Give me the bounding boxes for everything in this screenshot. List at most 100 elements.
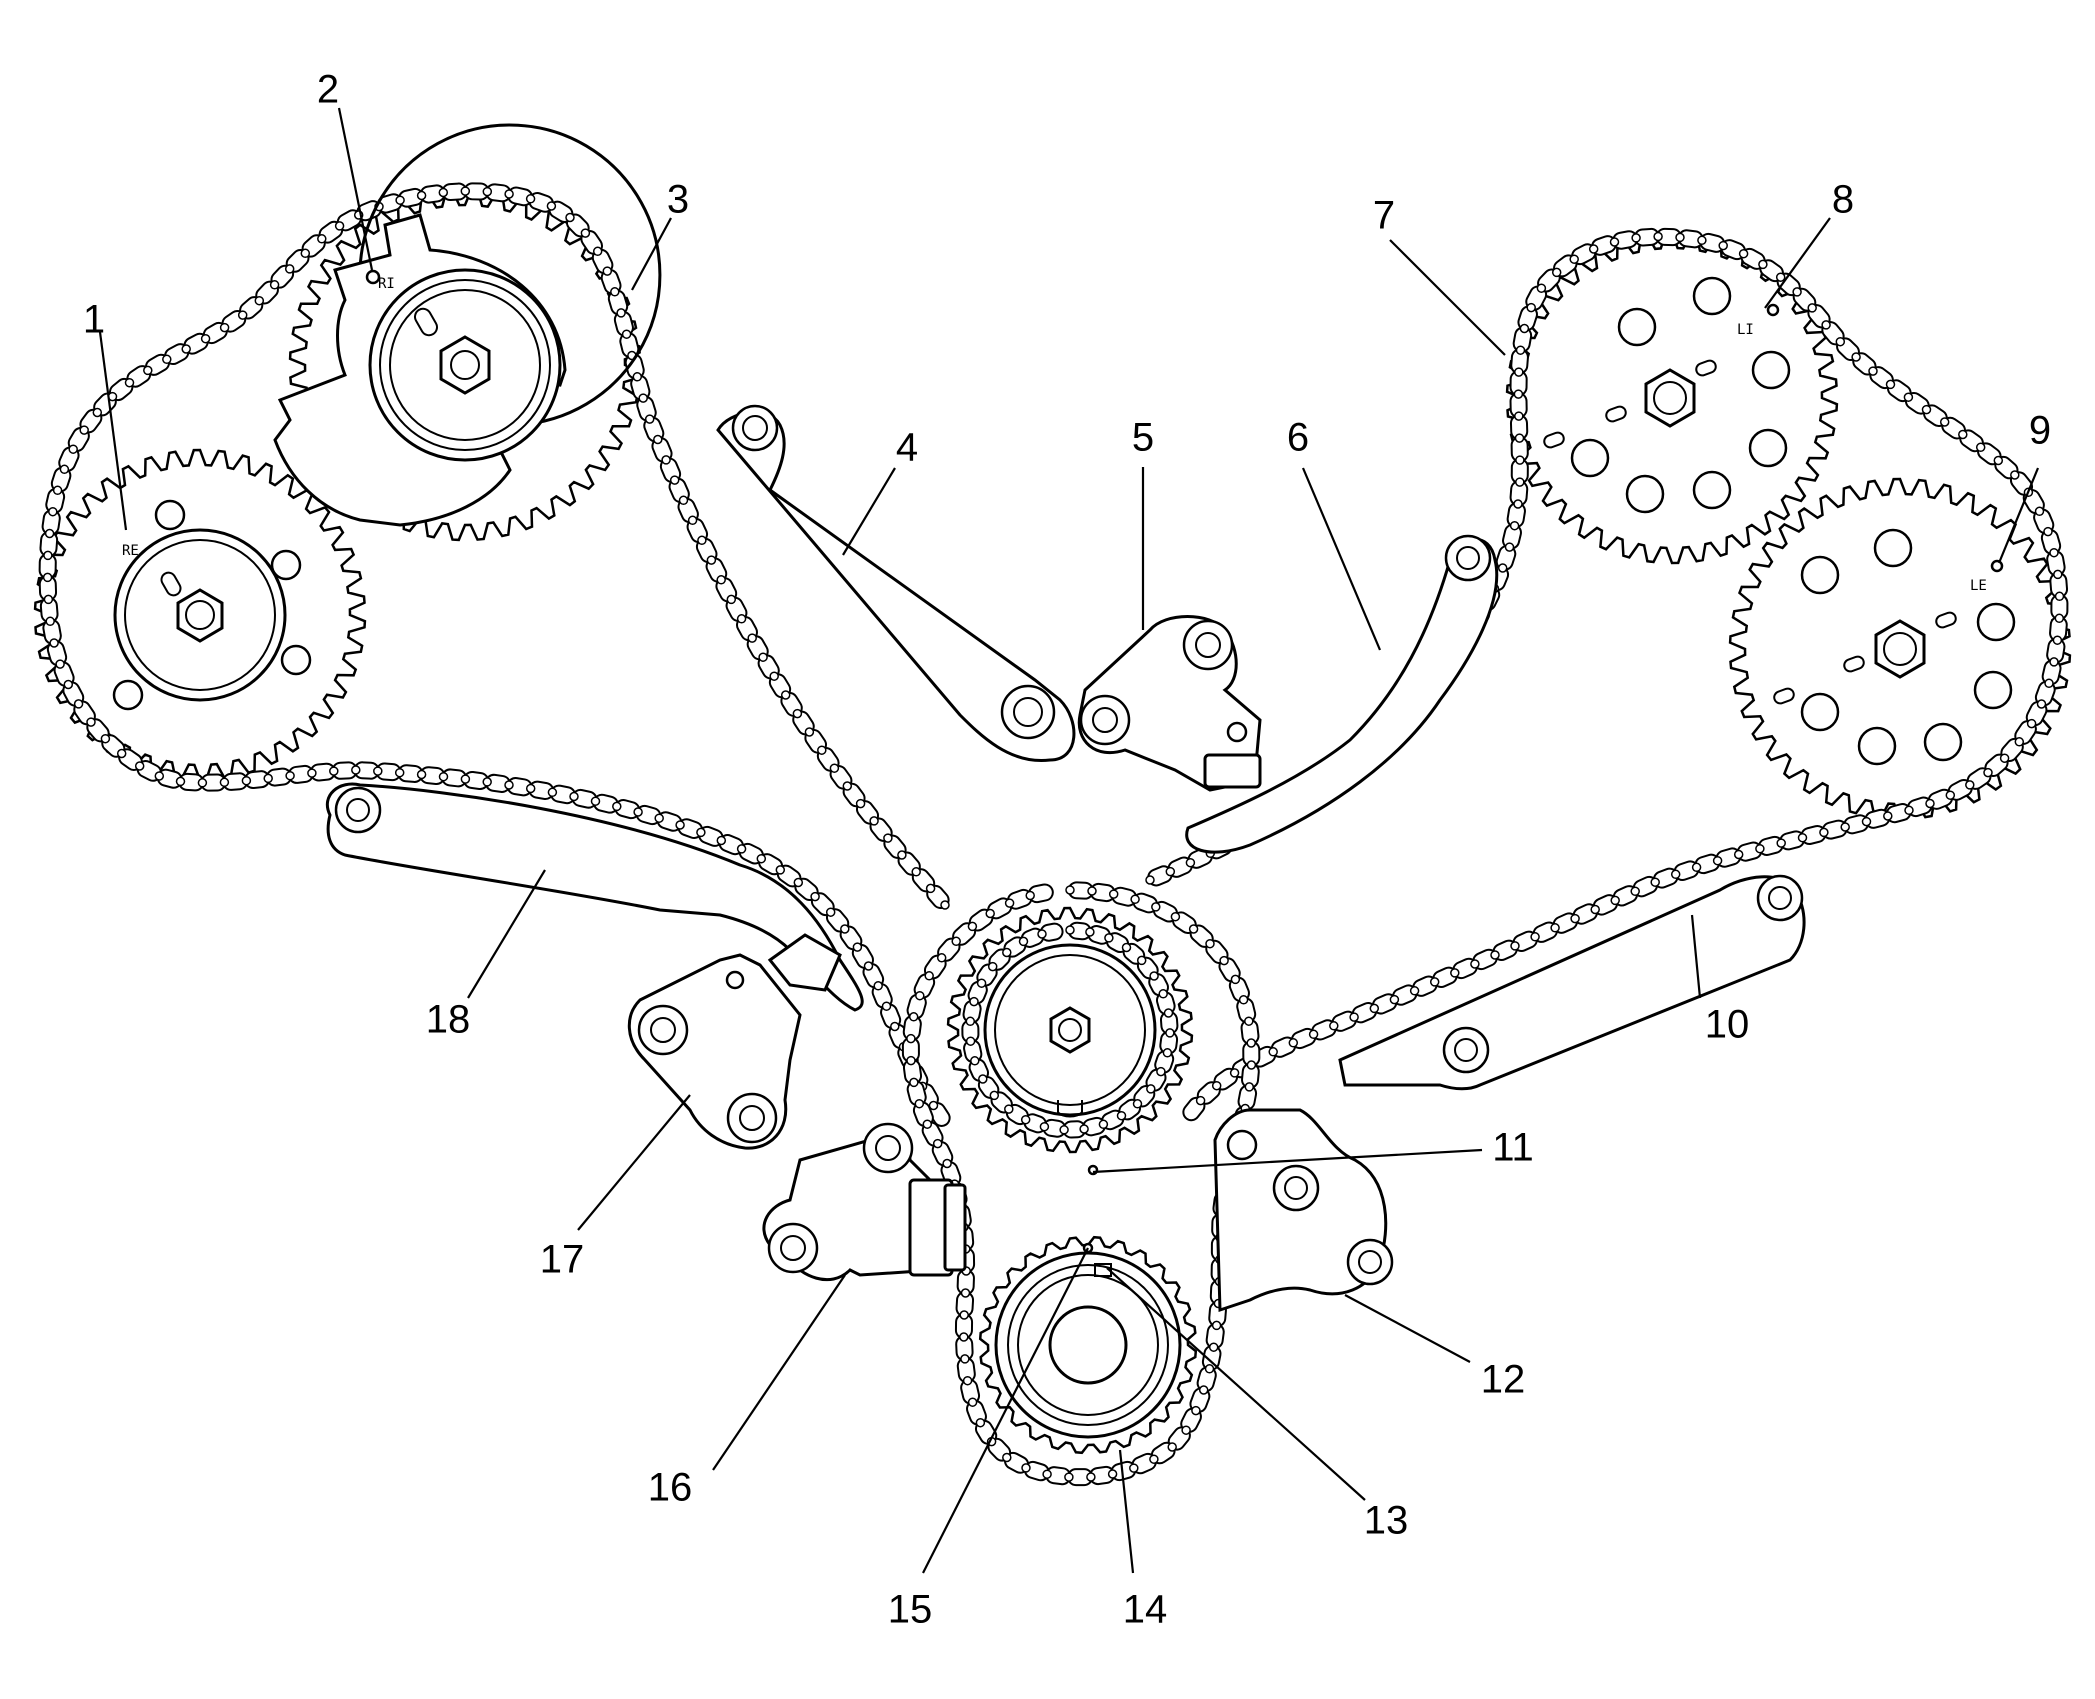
- chain-pin: [962, 1375, 973, 1386]
- chain-pin: [653, 434, 663, 445]
- chain-pin: [1021, 1463, 1031, 1473]
- chain-pin: [908, 1012, 919, 1022]
- chain-pin: [661, 455, 671, 465]
- chain-pin: [1238, 995, 1249, 1005]
- left-bank-secondary-chain: [1145, 227, 2069, 1122]
- chain-pin: [1162, 1048, 1173, 1058]
- chain-pin: [1244, 1082, 1255, 1092]
- chain-pin: [2026, 718, 2037, 729]
- chain-pin: [1550, 923, 1560, 933]
- leader-11: [1092, 1148, 1483, 1174]
- chain-pin: [1198, 1385, 1209, 1395]
- chain-pin: [263, 773, 273, 784]
- callout-14: 14: [1123, 1588, 1168, 1632]
- chain-pin: [1945, 790, 1956, 800]
- chain-pin: [1158, 989, 1168, 999]
- chain-pin: [1065, 925, 1075, 935]
- chain-pin: [969, 996, 979, 1007]
- chain-pin: [1718, 240, 1728, 251]
- chain-pin: [1514, 367, 1524, 377]
- chain-pin: [52, 485, 63, 496]
- chain-pin: [1429, 977, 1440, 987]
- chain-pin: [1002, 1452, 1012, 1463]
- chain-pin: [1712, 855, 1723, 866]
- chain-pin: [1983, 767, 1993, 778]
- chain-pin: [881, 1001, 892, 1011]
- chain-pin: [914, 1098, 925, 1109]
- chain-pin: [460, 774, 471, 784]
- chain-pin: [1569, 254, 1579, 264]
- chain-pin: [79, 425, 89, 435]
- chain-pin: [1650, 877, 1660, 887]
- chain-pin: [200, 333, 211, 344]
- chain-pin: [1389, 994, 1400, 1005]
- chain-pin: [1758, 259, 1768, 270]
- chain-pin: [317, 234, 327, 244]
- chain-pin: [1921, 404, 1932, 415]
- chain-pin: [416, 769, 427, 780]
- chain-pin: [565, 212, 575, 223]
- leader-18: [467, 869, 546, 999]
- chain-pin: [237, 310, 248, 320]
- chain-pin: [1530, 932, 1540, 942]
- chain-pin: [42, 572, 53, 583]
- chain-pin: [1610, 895, 1620, 906]
- chain-pin: [1219, 955, 1229, 966]
- chain-pin: [43, 550, 53, 561]
- chain-pin: [1513, 389, 1524, 399]
- re-stamp: RE: [122, 543, 139, 559]
- callout-11: 11: [1492, 1126, 1534, 1170]
- chain-pin: [1349, 1012, 1359, 1022]
- callout-3: 3: [667, 178, 689, 222]
- chain-pin: [284, 264, 295, 274]
- chain-pin: [1156, 1066, 1166, 1077]
- chain-pin: [285, 770, 295, 781]
- chain-pin: [1145, 875, 1155, 885]
- chain-pin: [922, 1119, 933, 1129]
- leader-9: [1997, 467, 2040, 564]
- callout-8: 8: [1832, 178, 1854, 222]
- callout-9: 9: [2029, 409, 2051, 453]
- chain-pin: [1697, 235, 1707, 246]
- chain-pin: [2010, 470, 2020, 480]
- chain-pin: [1039, 1121, 1050, 1132]
- chain-pin: [329, 766, 339, 776]
- chain-pin: [162, 354, 172, 365]
- chain-pin: [43, 594, 54, 605]
- chain-pin: [1059, 1125, 1069, 1135]
- right-exhaust-camshaft-sprocket: RE: [112, 499, 312, 711]
- primary-chain-guide: [1213, 1108, 1394, 1313]
- li-stamp: LI: [1737, 322, 1754, 338]
- chain-pin: [351, 765, 361, 775]
- callout-4: 4: [896, 426, 918, 470]
- callout-15: 15: [888, 1588, 933, 1632]
- crankshaft-sprocket: [994, 1242, 1182, 1439]
- callout-18: 18: [426, 998, 471, 1042]
- right-bank-secondary-chain: [38, 182, 951, 1127]
- chain-pin: [1104, 933, 1114, 943]
- chain-pin: [1165, 866, 1176, 877]
- chain-pin: [915, 990, 925, 1001]
- chain-pin: [334, 221, 345, 231]
- chain-pin: [1004, 898, 1015, 908]
- chain-pin: [1514, 411, 1524, 421]
- chain-pin: [775, 865, 786, 875]
- chain-pin: [1208, 1342, 1219, 1352]
- leader-16: [712, 1274, 846, 1471]
- chain-pin: [978, 1074, 988, 1084]
- chain-pin: [817, 745, 827, 755]
- chain-pin: [883, 833, 893, 843]
- chain-pin: [989, 1090, 1000, 1101]
- chain-pin: [569, 791, 579, 802]
- chain-pin: [758, 652, 768, 662]
- chain-pin: [747, 633, 757, 643]
- leader-2: [337, 107, 374, 271]
- chain-pin: [1515, 455, 1525, 465]
- chain-pin: [1653, 231, 1663, 242]
- chain-pin: [460, 186, 471, 196]
- chain-pin: [1121, 942, 1132, 953]
- left-bank-tensioner: [627, 933, 842, 1150]
- chain-pin: [580, 228, 591, 238]
- chain-pin: [769, 671, 779, 681]
- chain-pin: [1211, 1320, 1222, 1331]
